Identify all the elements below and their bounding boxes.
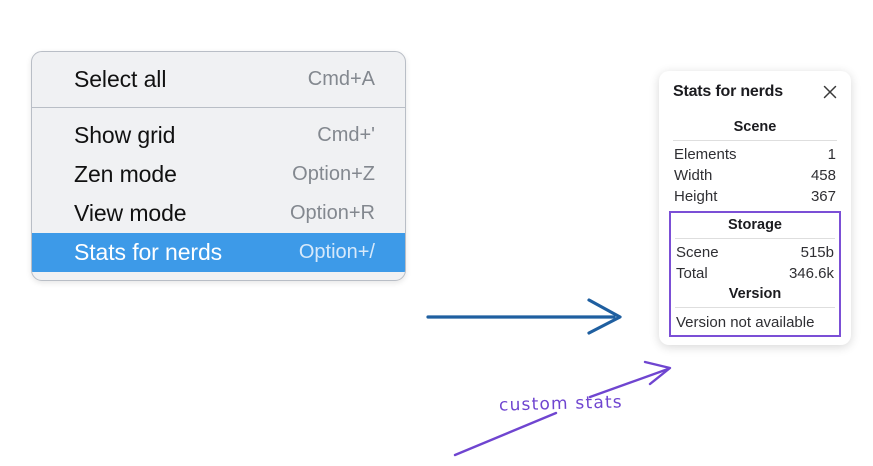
storage-heading: Storage xyxy=(728,217,782,233)
menu-item-show-grid[interactable]: Show grid Cmd+' xyxy=(32,116,405,155)
storage-section: Storage Scene 515b Total 346.6k xyxy=(671,215,839,284)
stat-key: Height xyxy=(674,188,718,205)
menu-item-label: Zen mode xyxy=(74,161,177,187)
stat-value: 458 xyxy=(810,167,836,184)
stat-value: 346.6k xyxy=(788,265,834,282)
menu-item-label: Show grid xyxy=(74,122,176,148)
menu-group-1: Select all Cmd+A xyxy=(32,52,405,108)
divider xyxy=(673,140,837,141)
menu-item-shortcut: Option+/ xyxy=(298,241,375,263)
custom-stats-annotation-label: custom stats xyxy=(498,392,624,416)
menu-item-shortcut: Cmd+' xyxy=(317,124,375,146)
menu-item-label: Stats for nerds xyxy=(74,239,223,265)
menu-item-shortcut: Cmd+A xyxy=(307,68,375,90)
stat-key: Scene xyxy=(676,244,719,261)
version-heading: Version xyxy=(728,286,782,302)
blue-arrow-icon xyxy=(426,298,622,335)
stat-row-width: Width 458 xyxy=(669,165,841,186)
scene-section: Scene Elements 1 Width 458 Height 367 xyxy=(669,117,841,207)
menu-item-label: View mode xyxy=(74,200,187,226)
version-text: Version not available xyxy=(676,314,815,331)
menu-group-2: Show grid Cmd+' Zen mode Option+Z View m… xyxy=(32,108,405,280)
purple-arrow-icon xyxy=(588,360,672,399)
menu-item-select-all[interactable]: Select all Cmd+A xyxy=(32,60,405,99)
stat-key: Width xyxy=(674,167,713,184)
menu-item-shortcut: Option+R xyxy=(289,202,375,224)
divider xyxy=(675,307,835,308)
menu-item-label: Select all xyxy=(74,66,167,92)
stat-row-storage-total: Total 346.6k xyxy=(671,263,839,284)
stat-row-storage-scene: Scene 515b xyxy=(671,242,839,263)
custom-stats-highlight-box: Storage Scene 515b Total 346.6k Version … xyxy=(669,211,841,337)
menu-item-zen-mode[interactable]: Zen mode Option+Z xyxy=(32,155,405,194)
stat-key: Total xyxy=(676,265,708,282)
panel-title: Stats for nerds xyxy=(673,83,783,100)
divider xyxy=(675,238,835,239)
stat-row-height: Height 367 xyxy=(669,186,841,207)
purple-tail-line xyxy=(453,411,558,457)
close-icon[interactable] xyxy=(821,83,839,101)
scene-heading: Scene xyxy=(733,119,777,135)
menu-item-shortcut: Option+Z xyxy=(292,163,375,185)
stat-value: 1 xyxy=(827,146,836,163)
stat-key: Elements xyxy=(674,146,737,163)
stat-value: 367 xyxy=(810,188,836,205)
stat-value: 515b xyxy=(800,244,834,261)
stat-row-elements: Elements 1 xyxy=(669,144,841,165)
panel-header: Stats for nerds xyxy=(669,83,841,101)
menu-item-view-mode[interactable]: View mode Option+R xyxy=(32,194,405,233)
stats-for-nerds-panel: Stats for nerds Scene Elements 1 Width 4… xyxy=(659,71,851,345)
context-menu[interactable]: Select all Cmd+A Show grid Cmd+' Zen mod… xyxy=(31,51,406,281)
menu-item-stats-for-nerds[interactable]: Stats for nerds Option+/ xyxy=(32,233,405,272)
version-section: Version Version not available xyxy=(671,284,839,333)
